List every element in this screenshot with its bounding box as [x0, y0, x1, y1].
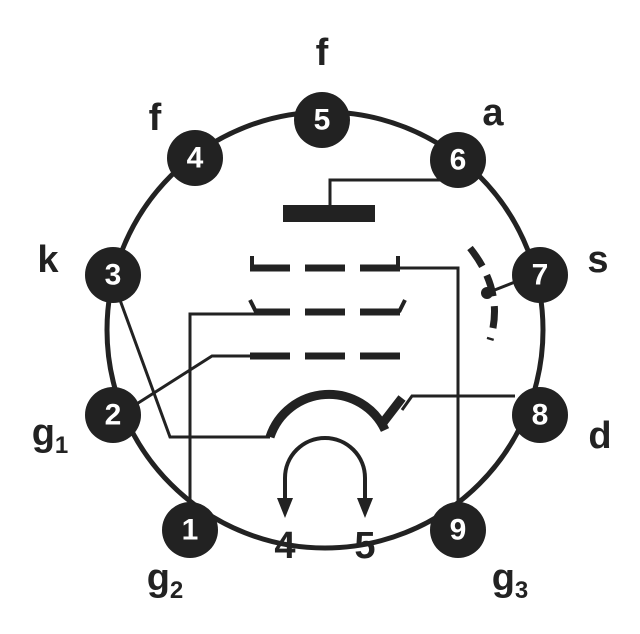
- pin-2: [85, 387, 141, 443]
- pin-number: 4: [187, 142, 204, 175]
- diode-plate: [378, 395, 406, 427]
- pin-number: 8: [532, 399, 549, 432]
- pin-7: [512, 247, 568, 303]
- cathode: [265, 389, 390, 439]
- pin-label: g2: [147, 557, 184, 604]
- cathode-lead: [118, 299, 270, 439]
- g2-lead: [188, 312, 255, 505]
- pin-3: [85, 247, 141, 303]
- pin-number: 6: [450, 144, 467, 177]
- heater-label-5: 5: [354, 525, 375, 567]
- pin-label-text: d: [588, 415, 611, 457]
- pin-label: g3: [492, 557, 529, 604]
- pin-label-text: g: [32, 412, 55, 454]
- pin-label: f: [316, 32, 329, 74]
- pin-label-subscript: 2: [170, 577, 183, 604]
- pin-label: s: [587, 239, 608, 281]
- g1-lead: [134, 354, 250, 407]
- pin-1: [162, 502, 218, 558]
- g3-lead: [400, 266, 460, 505]
- pin-number: 1: [182, 514, 199, 547]
- pin-number: 5: [314, 104, 331, 137]
- pin-label-text: s: [587, 239, 608, 281]
- grid-g3: [250, 256, 400, 272]
- pin-number: 3: [105, 259, 122, 292]
- pin-8: [512, 387, 568, 443]
- pin-label: k: [37, 239, 59, 281]
- pin-number: 7: [532, 259, 549, 292]
- pin-label: d: [588, 415, 611, 457]
- pin-6: [430, 132, 486, 188]
- pin-5: [294, 92, 350, 148]
- pin-label-subscript: 1: [55, 432, 68, 459]
- pin-9: [430, 502, 486, 558]
- pin-label-text: f: [149, 97, 162, 139]
- pin-label-subscript: 3: [515, 577, 528, 604]
- anode-plate: [283, 205, 375, 222]
- pin-label-text: a: [482, 92, 504, 134]
- pin-label: a: [482, 92, 504, 134]
- grid-g2: [248, 299, 407, 316]
- pin-label: g1: [32, 412, 69, 459]
- heater-filament: [283, 436, 367, 505]
- heater-arrow-left: [277, 498, 293, 518]
- pin-number: 9: [450, 514, 467, 547]
- pin-label-text: g: [492, 557, 515, 599]
- heater-arrow-right: [357, 498, 373, 518]
- pin-label-text: g: [147, 557, 170, 599]
- pin-number: 2: [105, 399, 122, 432]
- diode-lead: [400, 394, 515, 411]
- pin-label: f: [149, 97, 162, 139]
- anode-lead: [328, 178, 440, 205]
- pin-label-text: k: [37, 239, 59, 281]
- heater-label-4: 4: [274, 525, 295, 567]
- pin-4: [167, 130, 223, 186]
- pin-label-text: f: [316, 32, 329, 74]
